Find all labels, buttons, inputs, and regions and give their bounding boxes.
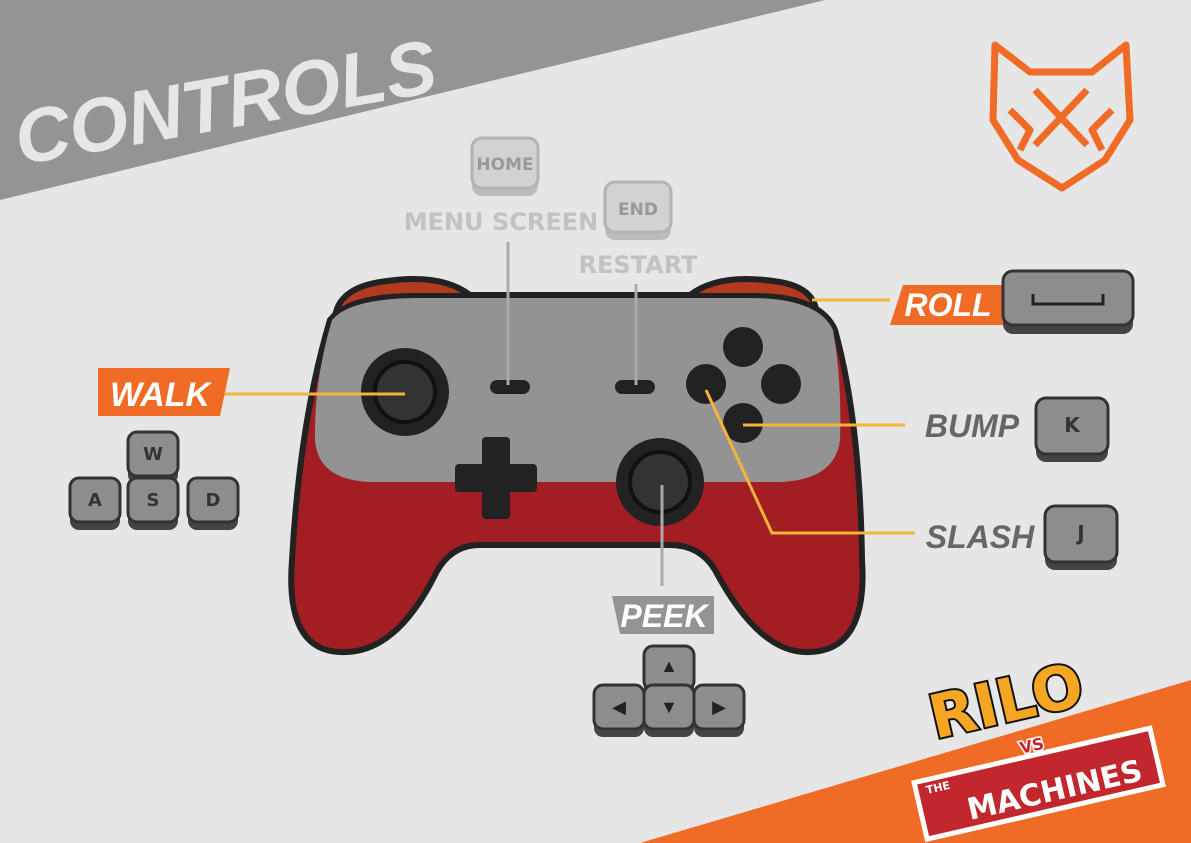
dpad [455, 437, 537, 519]
peek-label: PEEK [620, 598, 710, 634]
spacebar-key [1001, 269, 1135, 334]
peek-tag [612, 596, 714, 634]
gamepad [288, 275, 866, 656]
arrow-down-icon: ▼ [660, 697, 678, 717]
callout-lines [220, 298, 915, 535]
key-k [1034, 396, 1110, 462]
key-d-label: D [206, 490, 221, 511]
face-buttons [686, 327, 801, 443]
end-button [615, 380, 655, 394]
arrow-up-icon: ▲ [660, 656, 678, 676]
home-key-label: HOME [476, 155, 533, 175]
key-k-label: K [1064, 413, 1081, 437]
key-j-label: J [1075, 521, 1084, 545]
title-banner [0, 0, 825, 200]
slash-label: SLASH [926, 519, 1035, 555]
menu-screen-label: MENU SCREEN [404, 208, 598, 236]
logo-the: THE [925, 779, 952, 797]
arrow-left-icon: ◀ [612, 697, 626, 717]
key-s-label: S [147, 490, 160, 511]
home-key [470, 136, 540, 196]
roll-tag [890, 285, 1005, 325]
bump-label: BUMP [925, 408, 1020, 444]
home-button [490, 380, 530, 394]
end-key [603, 180, 673, 240]
key-w-label: W [143, 444, 163, 465]
end-key-label: END [618, 200, 658, 220]
roll-label: ROLL [904, 287, 991, 323]
key-j [1043, 504, 1119, 570]
spacebar-icon [1031, 294, 1105, 306]
restart-label: RESTART [578, 251, 698, 279]
arrow-right-icon: ▶ [712, 697, 726, 717]
walk-tag [98, 368, 230, 416]
walk-label: WALK [110, 376, 213, 414]
key-a-label: A [88, 490, 102, 511]
tiger-logo-icon [989, 41, 1134, 192]
